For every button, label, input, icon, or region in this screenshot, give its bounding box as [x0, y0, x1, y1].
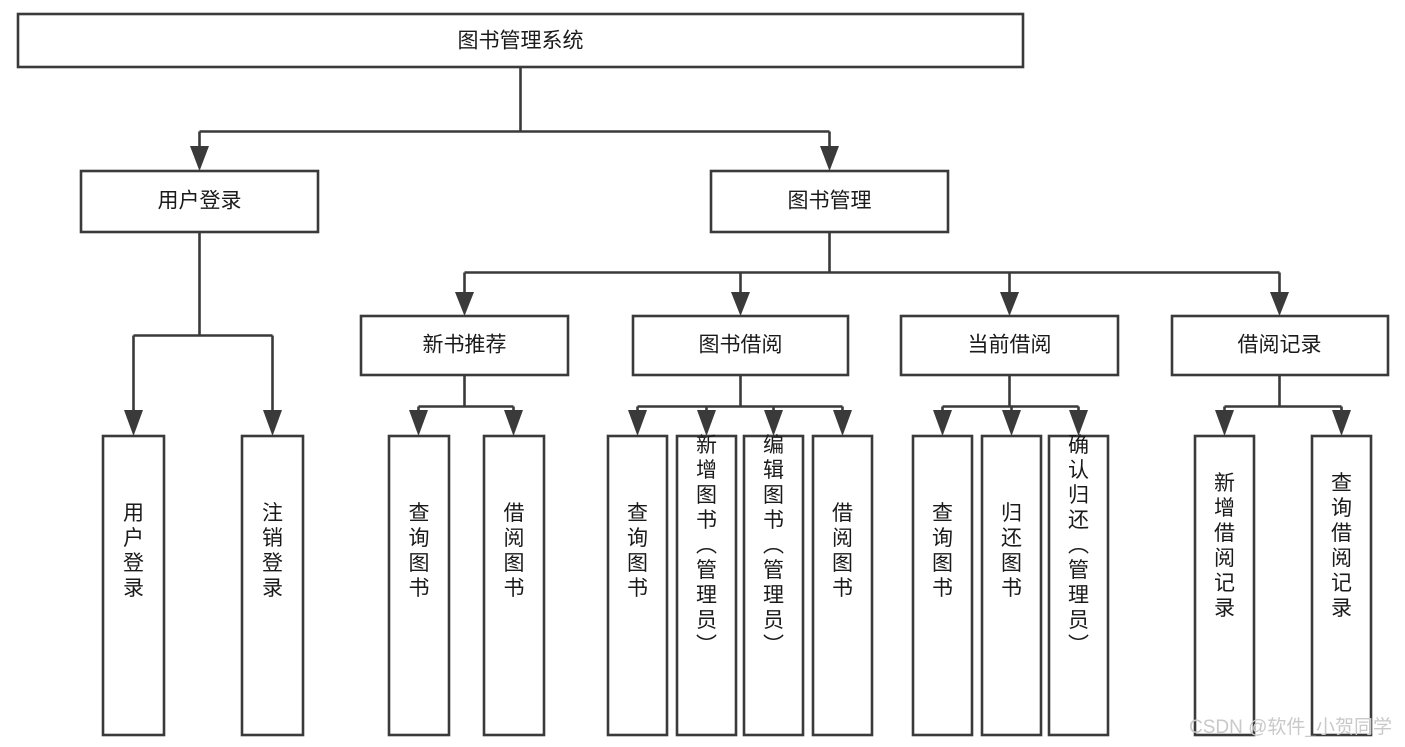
- leaf-cb-confirm-return[interactable]: 确认归还︵管理员︶: [1047, 434, 1110, 737]
- leaf-br-query-record-box[interactable]: [1310, 434, 1373, 737]
- node-book-management-box[interactable]: [709, 169, 950, 234]
- leaf-logout-label: 注销登录: [262, 502, 283, 600]
- leaf-br-add-record-box[interactable]: [1193, 434, 1256, 737]
- arrow-head-bb-leaf-1: [628, 410, 647, 436]
- node-borrow-records-box[interactable]: [1170, 314, 1390, 377]
- leaf-user-login-box[interactable]: [101, 434, 166, 737]
- leaf-bb-edit-book-label: 编辑图书︵管理员︶: [763, 434, 784, 657]
- node-book-borrow-box[interactable]: [631, 314, 850, 377]
- leaf-nb-borrow-book[interactable]: 借阅图书: [482, 434, 546, 737]
- arrow-head-leaf-logout: [263, 410, 282, 436]
- arrow-head-leaf-user-login: [124, 410, 143, 436]
- arrow-head-borrow-records: [1270, 292, 1289, 316]
- arrow-head-book-manage: [820, 146, 839, 171]
- node-current-borrow-label: 当前借阅: [968, 334, 1052, 357]
- leaf-cb-query-book-box[interactable]: [911, 434, 974, 737]
- leaf-bb-edit-book[interactable]: 编辑图书︵管理员︶: [742, 434, 805, 737]
- leaf-bb-add-book[interactable]: 新增图书︵管理员︶: [675, 434, 738, 737]
- arrow-head-cb-leaf-1: [933, 410, 952, 436]
- node-root[interactable]: 图书管理系统: [16, 12, 1025, 69]
- arrow-head-nb-leaf-1: [409, 410, 428, 436]
- arrow-head-bb-leaf-4: [833, 410, 852, 436]
- arrow-head-user-login: [190, 146, 209, 171]
- node-book-management-label: 图书管理: [788, 190, 872, 213]
- node-current-borrow-box[interactable]: [899, 314, 1120, 377]
- leaf-bb-add-book-label: 新增图书︵管理员︶: [696, 434, 717, 657]
- connector-layer: [124, 67, 1351, 436]
- leaf-cb-return-book-label: 归还图书: [1001, 502, 1022, 600]
- leaf-user-login[interactable]: 用户登录: [101, 434, 166, 737]
- leaf-logout-box[interactable]: [240, 434, 305, 737]
- arrow-head-book-borrow: [731, 292, 750, 316]
- leaf-bb-borrow-book-box[interactable]: [811, 434, 874, 737]
- leaf-br-add-record-label: 新增借阅记录: [1214, 472, 1235, 620]
- node-book-borrow[interactable]: 图书借阅: [631, 314, 850, 377]
- leaf-user-login-label: 用户登录: [123, 502, 144, 600]
- arrow-head-cb-leaf-3: [1069, 410, 1088, 436]
- leaf-br-query-record[interactable]: 查询借阅记录: [1310, 434, 1373, 737]
- node-user-login-label: 用户登录: [158, 190, 242, 213]
- arrow-head-br-leaf-2: [1332, 410, 1351, 436]
- leaf-cb-query-book-label: 查询图书: [932, 502, 953, 600]
- leaf-bb-query-book[interactable]: 查询图书: [606, 434, 669, 737]
- leaf-bb-edit-book-box[interactable]: [742, 434, 805, 737]
- node-current-borrow[interactable]: 当前借阅: [899, 314, 1120, 377]
- leaf-bb-borrow-book-label: 借阅图书: [832, 502, 853, 600]
- leaf-bb-query-book-box[interactable]: [606, 434, 669, 737]
- leaf-bb-query-book-label: 查询图书: [627, 502, 648, 600]
- node-new-book-recommend-box[interactable]: [359, 314, 570, 377]
- node-book-management[interactable]: 图书管理: [709, 169, 950, 234]
- node-user-login-box[interactable]: [79, 169, 320, 234]
- node-user-login[interactable]: 用户登录: [79, 169, 320, 234]
- node-borrow-records-label: 借阅记录: [1238, 334, 1322, 357]
- node-new-book-recommend[interactable]: 新书推荐: [359, 314, 570, 377]
- leaf-logout[interactable]: 注销登录: [240, 434, 305, 737]
- node-new-book-recommend-label: 新书推荐: [423, 334, 507, 357]
- csdn-watermark: CSDN @软件_小贺同学: [1189, 716, 1392, 738]
- leaf-cb-confirm-return-box[interactable]: [1047, 434, 1110, 737]
- leaf-cb-query-book[interactable]: 查询图书: [911, 434, 974, 737]
- leaf-nb-borrow-book-box[interactable]: [482, 434, 546, 737]
- arrow-head-nb-leaf-2: [504, 410, 523, 436]
- node-root-label: 图书管理系统: [458, 30, 584, 53]
- arrow-head-br-leaf-1: [1215, 410, 1234, 436]
- node-borrow-records[interactable]: 借阅记录: [1170, 314, 1390, 377]
- leaf-bb-add-book-box[interactable]: [675, 434, 738, 737]
- leaf-br-add-record[interactable]: 新增借阅记录: [1193, 434, 1256, 737]
- leaf-nb-borrow-book-label: 借阅图书: [504, 502, 525, 600]
- leaf-nb-query-book-box[interactable]: [387, 434, 451, 737]
- leaf-bb-borrow-book[interactable]: 借阅图书: [811, 434, 874, 737]
- leaf-cb-return-book-box[interactable]: [980, 434, 1043, 737]
- arrow-head-bb-leaf-3: [764, 410, 783, 436]
- arrow-head-new-book: [455, 292, 474, 316]
- arrow-head-cb-leaf-2: [1002, 410, 1021, 436]
- node-book-borrow-label: 图书借阅: [699, 334, 783, 357]
- leaf-cb-confirm-return-label: 确认归还︵管理员︶: [1068, 434, 1089, 657]
- leaf-br-query-record-label: 查询借阅记录: [1331, 472, 1352, 620]
- arrow-head-current-borrow: [1000, 292, 1019, 316]
- leaf-nb-query-book-label: 查询图书: [409, 502, 430, 600]
- node-root-box[interactable]: [16, 12, 1025, 69]
- leaf-nb-query-book[interactable]: 查询图书: [387, 434, 451, 737]
- arrow-head-bb-leaf-2: [697, 410, 716, 436]
- leaf-cb-return-book[interactable]: 归还图书: [980, 434, 1043, 737]
